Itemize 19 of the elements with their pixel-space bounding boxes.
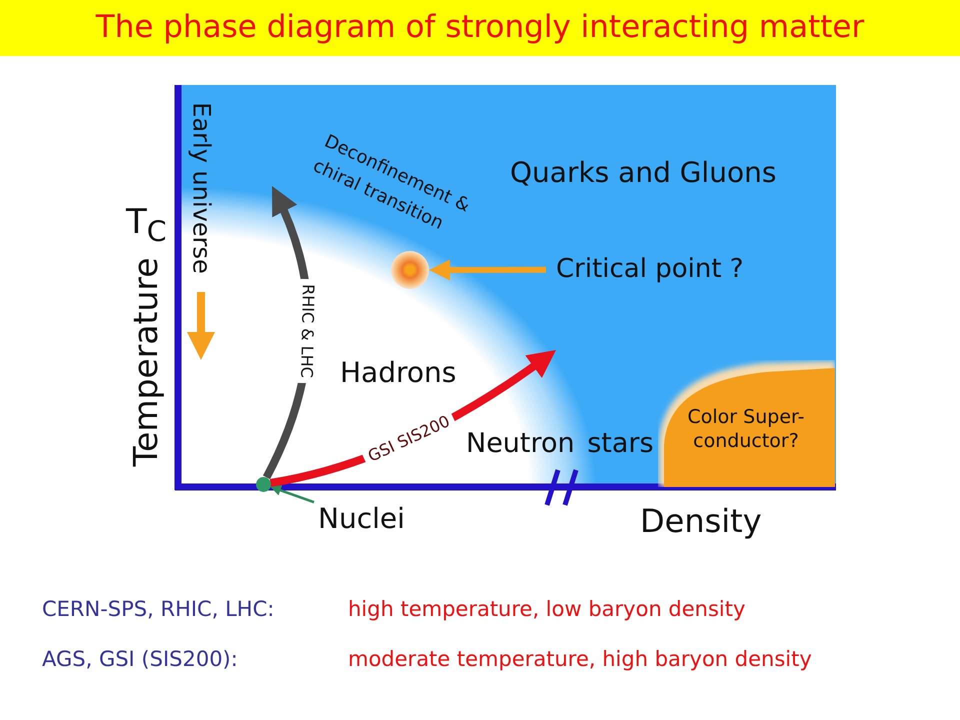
phase-label: Quarks and Gluons xyxy=(510,156,776,190)
axis-tick-label: T$_{C}$ xyxy=(126,202,167,249)
note-text: moderate temperature, high baryon density xyxy=(348,647,812,672)
note-heading: CERN-SPS, RHIC, LHC: xyxy=(42,597,274,622)
axis-title: Temperature xyxy=(126,257,166,467)
title: The phase diagram of strongly interacting matter xyxy=(96,10,864,46)
callout-text: Critical point ? xyxy=(546,254,746,286)
dot-icon xyxy=(256,476,270,492)
phase-label: Neutron stars xyxy=(466,428,654,460)
note-text: high temperature, low baryon density xyxy=(348,597,746,622)
callout-text: Nuclei xyxy=(314,502,407,536)
arrow xyxy=(429,259,546,280)
phase-label: Color Super-conductor? xyxy=(686,406,806,454)
leader-arrow xyxy=(270,485,314,504)
glowing-dot-icon xyxy=(391,251,429,289)
axis-annotation: Early universe xyxy=(186,102,216,274)
axis-title: Density xyxy=(640,502,762,540)
note-heading: AGS, GSI (SIS200): xyxy=(42,647,238,672)
phase-label: Hadrons xyxy=(340,356,456,390)
